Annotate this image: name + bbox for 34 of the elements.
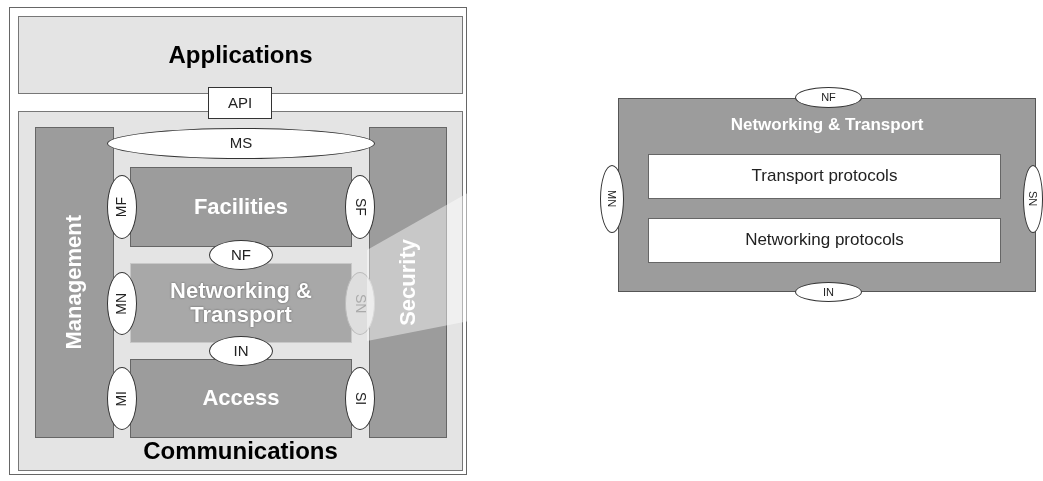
panel-title: Networking & Transport bbox=[730, 114, 924, 135]
layer-panel bbox=[18, 16, 463, 94]
interface-box bbox=[208, 87, 272, 119]
interface-label: MN bbox=[114, 292, 130, 315]
interface-label: MF bbox=[114, 196, 130, 218]
layer-panel bbox=[18, 111, 463, 471]
protocol-box bbox=[648, 218, 1001, 263]
layer-box bbox=[130, 167, 352, 247]
interface-label: NF bbox=[231, 246, 251, 264]
layer-label: Networking & Transport bbox=[169, 278, 313, 328]
interface-label: API bbox=[227, 94, 253, 112]
layer-label: Access bbox=[202, 386, 280, 411]
interface-label: MS bbox=[229, 135, 253, 152]
layer-box bbox=[130, 359, 352, 438]
protocol-label: Networking protocols bbox=[745, 231, 904, 250]
layer-bar bbox=[35, 127, 114, 438]
interface-label: SI bbox=[352, 391, 368, 406]
protocol-box bbox=[648, 154, 1001, 199]
interface-label: MN bbox=[605, 190, 619, 208]
interface-ellipse bbox=[600, 165, 624, 233]
interface-label: IN bbox=[233, 342, 249, 360]
layer-bar bbox=[369, 127, 447, 438]
highlighted-layer-box bbox=[130, 263, 352, 343]
interface-label: SF bbox=[352, 198, 368, 216]
interface-label: SN bbox=[1026, 191, 1040, 207]
protocol-label: Transport protocols bbox=[751, 167, 898, 186]
layer-label: Applications bbox=[168, 41, 313, 69]
layer-label: Facilities bbox=[193, 194, 289, 220]
layer-label: Communications bbox=[143, 437, 338, 466]
interface-ellipse bbox=[1023, 165, 1043, 233]
interface-label: IN bbox=[823, 285, 834, 299]
layer-label: Management bbox=[62, 215, 87, 350]
interface-label: NF bbox=[821, 91, 836, 104]
interface-label: MI bbox=[114, 390, 130, 407]
